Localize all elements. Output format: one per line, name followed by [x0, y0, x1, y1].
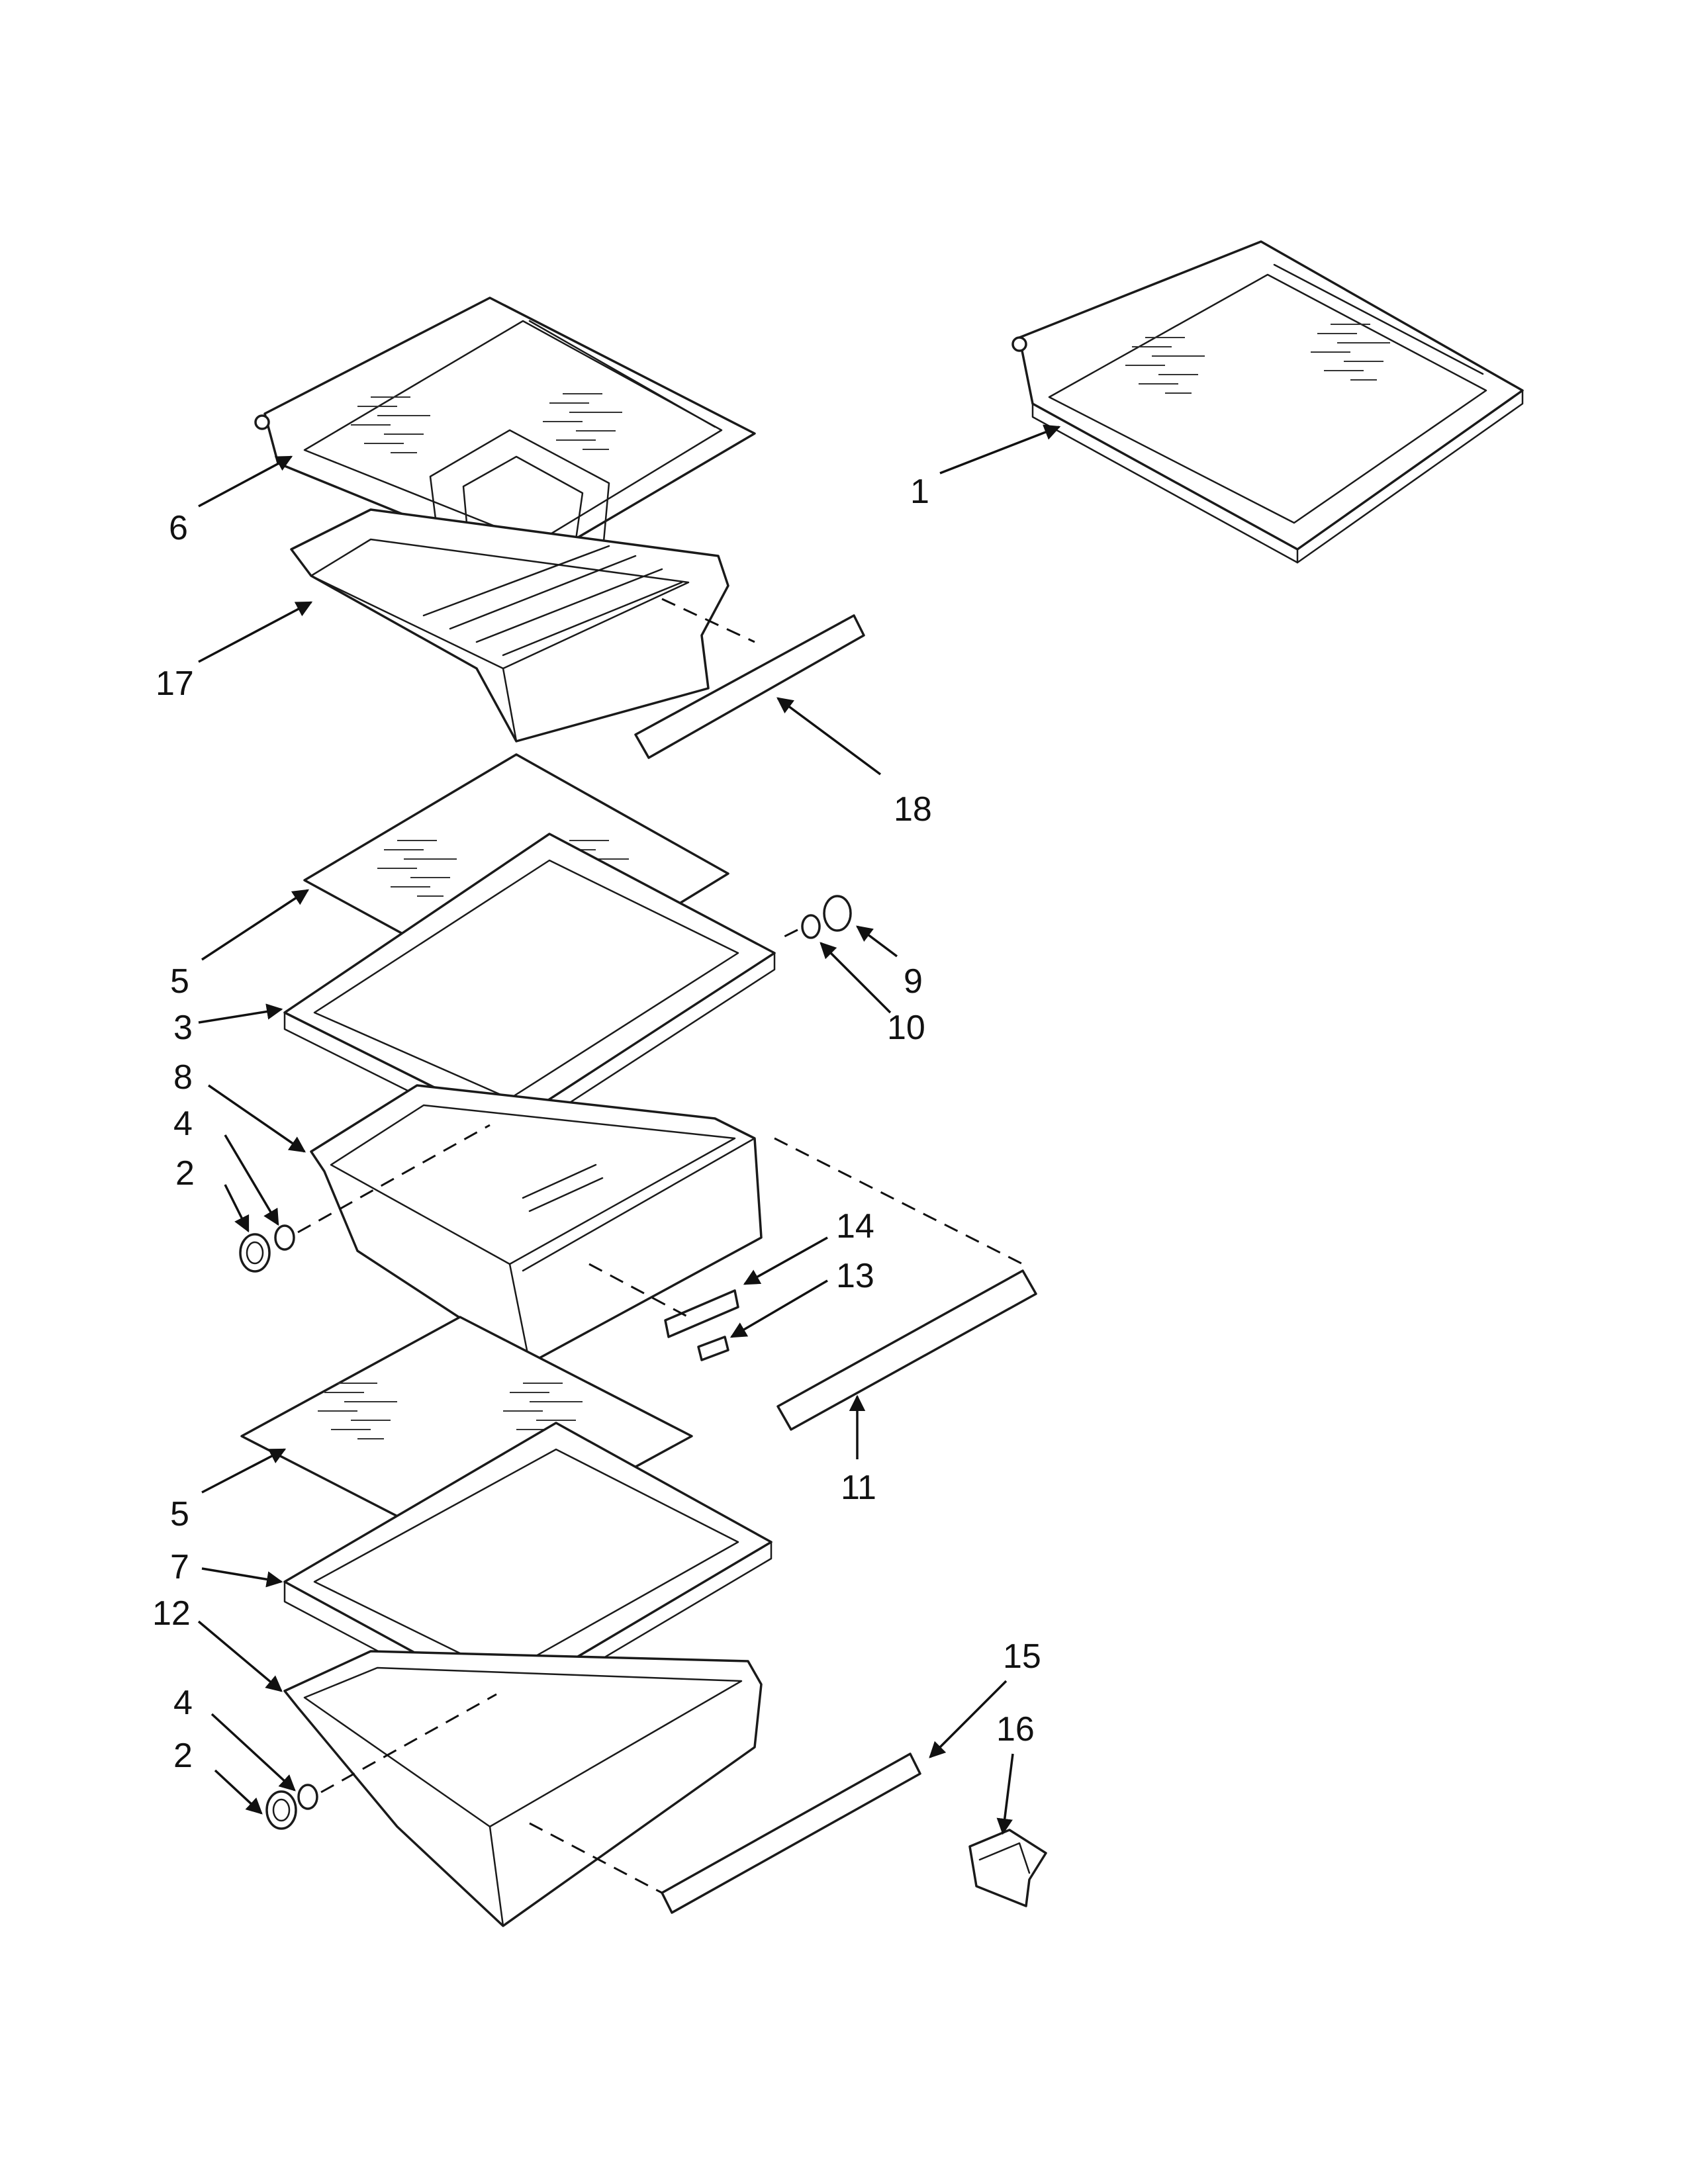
- callout-6: 6: [169, 509, 188, 547]
- crisper-drawer-part-17: [290, 508, 729, 743]
- leader-8: [208, 1084, 306, 1153]
- assembly-line-18: [661, 598, 755, 643]
- callout-18: 18: [894, 790, 932, 829]
- callout-1: 1: [910, 473, 929, 511]
- callout-4a: 4: [173, 1105, 193, 1143]
- leader-2b: [214, 1769, 263, 1815]
- callout-11: 11: [841, 1469, 876, 1507]
- bushing-part-4-lower: [297, 1784, 318, 1810]
- callout-14: 14: [836, 1207, 874, 1246]
- leader-5b: [201, 1448, 287, 1494]
- leader-9: [856, 925, 898, 958]
- leader-17: [198, 601, 313, 663]
- label-part-14: [664, 1289, 739, 1338]
- leader-6: [198, 455, 293, 508]
- callout-9: 9: [904, 962, 923, 1001]
- callout-16: 16: [996, 1710, 1035, 1749]
- shelf-frame-part-6: [254, 296, 756, 587]
- leader-4a: [224, 1134, 279, 1226]
- leader-7: [201, 1567, 283, 1588]
- callout-8: 8: [173, 1058, 193, 1097]
- callout-10: 10: [887, 1009, 925, 1047]
- leader-10: [820, 942, 892, 1014]
- roller-part-9: [823, 895, 852, 932]
- roller-part-2-lower: [265, 1790, 297, 1830]
- assembly-line-15: [529, 1822, 663, 1894]
- crisper-drawer-part-8: [310, 1084, 763, 1365]
- leader-1: [939, 424, 1061, 475]
- leader-5a: [201, 889, 310, 961]
- callout-15: 15: [1003, 1637, 1041, 1676]
- assembly-line-4a: [297, 1124, 491, 1234]
- roller-part-2-upper: [239, 1233, 271, 1273]
- leader-3: [198, 1003, 283, 1024]
- leader-4b: [211, 1713, 296, 1792]
- leader-14: [743, 1236, 828, 1285]
- callout-17: 17: [156, 664, 194, 703]
- crisper-drawer-part-12: [283, 1650, 763, 1927]
- clip-part-13: [697, 1336, 729, 1361]
- leader-18: [776, 697, 882, 776]
- trim-strip-part-15: [661, 1752, 921, 1914]
- bushing-part-10: [801, 914, 821, 939]
- callout-12: 12: [152, 1594, 191, 1633]
- leader-2a: [224, 1184, 250, 1233]
- leader-12: [197, 1620, 283, 1692]
- leader-16: [996, 1753, 1014, 1835]
- callout-7: 7: [170, 1548, 189, 1586]
- trim-strip-part-11: [776, 1269, 1037, 1431]
- callout-2b: 2: [173, 1737, 193, 1775]
- callout-4b: 4: [173, 1684, 193, 1722]
- assembly-line-9: [777, 929, 798, 941]
- leader-13: [729, 1279, 828, 1338]
- callout-2a: 2: [175, 1154, 195, 1193]
- callout-3: 3: [173, 1009, 193, 1047]
- callout-13: 13: [836, 1257, 874, 1295]
- trim-strip-part-18: [634, 614, 865, 759]
- shelf-part-1: [1011, 240, 1524, 564]
- callout-5a: 5: [170, 962, 189, 1001]
- leader-15: [929, 1680, 1008, 1758]
- callout-5b: 5: [170, 1495, 189, 1533]
- bushing-part-4-upper: [274, 1224, 295, 1251]
- assembly-line-4b: [320, 1693, 497, 1794]
- clip-part-16: [968, 1829, 1047, 1907]
- assembly-line-13: [588, 1263, 689, 1318]
